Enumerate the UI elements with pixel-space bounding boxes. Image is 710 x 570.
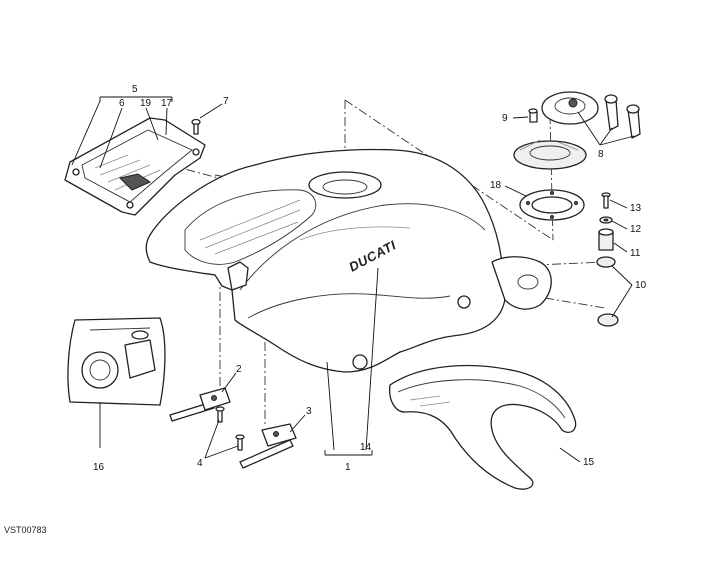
filler-cover-part-16: [67, 317, 166, 406]
drawing-code: VST00783: [4, 525, 47, 535]
screws-part-4: [215, 406, 245, 451]
front-bracket-part-5: [64, 117, 206, 216]
rubber-mounts-part-10: [596, 256, 619, 327]
label-13: 13: [630, 203, 642, 214]
bracket-part-2: [169, 387, 231, 422]
label-17: 17: [161, 98, 173, 109]
filler-cap-part-8: [513, 91, 641, 170]
label-7: 7: [223, 96, 229, 107]
label-5: 5: [132, 84, 138, 95]
label-1: 1: [345, 462, 351, 473]
label-19: 19: [140, 98, 152, 109]
label-12: 12: [630, 224, 642, 235]
gasket-part-18: [519, 189, 585, 221]
heat-shield-part-15: [389, 364, 577, 490]
label-4: 4: [197, 458, 203, 469]
label-18: 18: [490, 180, 502, 191]
spacer-part-11: [598, 228, 614, 251]
label-10: 10: [635, 280, 647, 291]
screw-part-9: [528, 108, 538, 123]
label-2: 2: [236, 364, 242, 375]
label-16: 16: [93, 462, 105, 473]
label-14: 14: [360, 442, 372, 453]
label-8: 8: [598, 149, 604, 160]
label-3: 3: [306, 406, 312, 417]
label-15: 15: [583, 457, 595, 468]
screw-part-13: [601, 192, 611, 209]
label-11: 11: [630, 248, 641, 259]
washer-part-12: [599, 216, 613, 224]
leader-lines: [71, 96, 635, 463]
label-6: 6: [119, 98, 125, 109]
fuel-tank-part-1: [145, 148, 552, 373]
screw-part-7: [191, 118, 201, 135]
label-9: 9: [502, 113, 508, 124]
part-labels: 1 2 3 4 5 6 7 8 9 10 11 12 13 14 15 16 1…: [93, 84, 647, 473]
bracket-part-3: [239, 423, 297, 469]
